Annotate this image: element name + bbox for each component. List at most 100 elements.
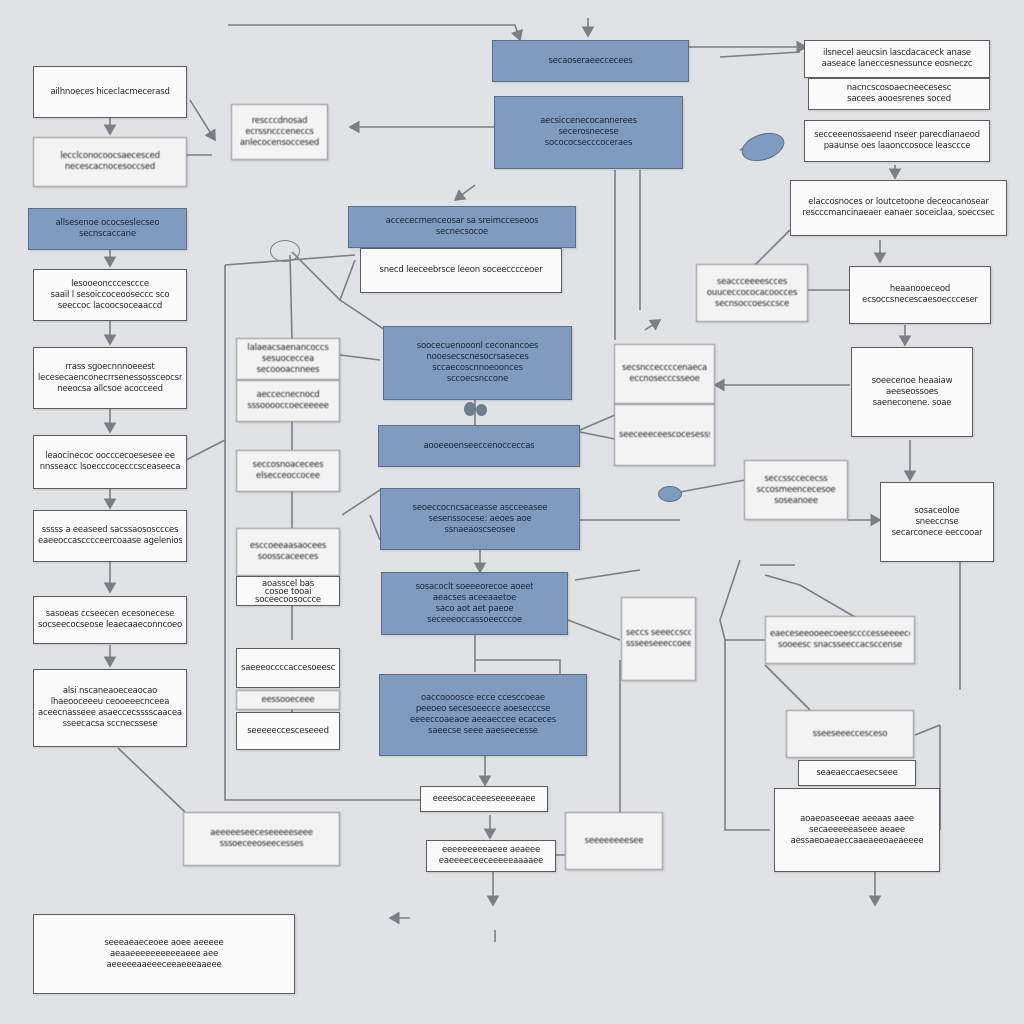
connector xyxy=(914,724,941,736)
node-text: seeceeeceescocesesss xyxy=(619,429,710,440)
node-text: ilsnecel aeucsin lascdacaceck anase xyxy=(823,48,971,58)
flow-node[interactable]: seeeeeeeesee xyxy=(565,812,663,870)
node-text: alsi nscaneaoeceaocao xyxy=(62,686,158,696)
node-text: sosacoclt soeeeorecoe aoeet xyxy=(415,581,534,592)
node-text: seeeeeccesceseeed xyxy=(247,725,329,736)
connector xyxy=(764,574,861,621)
flow-node[interactable]: snecd leeceebrsce leeon soceecccceoer xyxy=(360,248,562,293)
node-text: sccoecsnccone xyxy=(446,374,509,384)
connector xyxy=(339,354,381,361)
node-text: secerosnecese xyxy=(558,127,619,137)
node-text: sesuoceccea xyxy=(261,353,315,364)
flow-node[interactable]: eeeesocaceeeseeeeeaee xyxy=(420,786,548,812)
node-text: saeeeoccccaccesoeesce xyxy=(241,662,335,673)
connector xyxy=(719,559,765,641)
flow-node[interactable]: seeceeeceescocesesss xyxy=(614,404,715,466)
node-text: seccosnoacecees xyxy=(252,460,324,470)
flow-node[interactable]: ailhnoeces hiceclacmecerasd xyxy=(33,66,187,118)
connector xyxy=(117,747,186,813)
node-text: ecsoccsnecescaesoeccceser xyxy=(862,295,978,305)
node-text: eessooeceee xyxy=(261,694,315,705)
node-text: eaeeeeceeceeeeeaaaaee xyxy=(438,856,544,866)
node-text: seceeeoccassoeecccoe xyxy=(427,614,522,625)
flow-node[interactable]: secaoseraeeccecees xyxy=(492,40,689,82)
node-text: soseanoee xyxy=(774,495,818,506)
flow-node[interactable]: seeeeeccesceseeed xyxy=(236,712,340,750)
connector xyxy=(341,489,381,516)
ellipse-node xyxy=(270,240,300,262)
flow-node[interactable]: elaccosnoces or loutcetoone deceocanosea… xyxy=(790,180,1007,236)
flow-node[interactable]: eessooeceee xyxy=(236,690,340,710)
node-text: aeacses aceeaaetoe xyxy=(432,592,517,603)
node-text: necescacnocesoccsed xyxy=(64,162,156,172)
flow-node[interactable]: seaeaeccaesecseee xyxy=(798,760,916,786)
flow-node[interactable]: seccs seeeccsccsseaeessseeseeeccoee xyxy=(621,597,696,681)
node-text: aaseace laneccesnessunce eosneczc xyxy=(821,59,973,69)
node-text: seeeaeaeceoee aoee aeeeee xyxy=(104,937,224,948)
node-text: lhaeooceeeu ceooeeecnceea xyxy=(50,697,170,707)
node-text: seccs seeeccsccsseaee xyxy=(626,628,691,638)
flow-node[interactable]: saeeeoccccaccesoeesce xyxy=(236,648,340,688)
node-text: ailhnoeces hiceclacmecerasd xyxy=(50,86,170,97)
flow-node[interactable]: sseeseeeccesceso xyxy=(786,710,914,758)
node-text: nnsseacc lsoecccocecccsceaseeca xyxy=(39,462,181,472)
node-text: seaccceeeescces xyxy=(716,276,788,287)
node-text: secceeenossaeend nseer parecdianaeod xyxy=(814,130,980,140)
node-text: aeeeeeaaeeeceeaeeeaaeee xyxy=(106,959,222,970)
flow-node[interactable]: aooeeoenseeccenocceccas xyxy=(378,425,580,467)
node-text: sosaceoloe xyxy=(914,505,960,516)
ellipse-node xyxy=(658,486,682,502)
node-text: secaeeeeeaseee aeaee xyxy=(809,824,905,835)
node-text: heaanooeceod xyxy=(889,284,951,294)
node-text: leaocinecoc oocccecoesesee ee xyxy=(45,451,175,461)
node-text: lalaeacsaenancoccs xyxy=(247,342,329,353)
connector xyxy=(453,184,476,201)
node-text: eaeceseeooeecoeesccccesseeeeccce xyxy=(770,629,910,639)
node-text: saco aot aet paeoe xyxy=(435,603,514,614)
node-text: secsncceccccenaeca xyxy=(622,363,707,373)
node-text: eeeeeeeeeaeee aeaeee xyxy=(441,845,540,855)
node-text: soeecenoe heaaiaw xyxy=(871,375,953,386)
node-text: saail l sesoiccoceooseccc sco xyxy=(50,289,170,300)
node-text: ssnaeaoscseosee xyxy=(444,524,516,535)
connector xyxy=(339,259,356,301)
node-text: eeeeccoaeaoe aeeaeccee ecaceces xyxy=(409,715,556,725)
node-text: sacees aooesrenes soced xyxy=(847,94,951,104)
